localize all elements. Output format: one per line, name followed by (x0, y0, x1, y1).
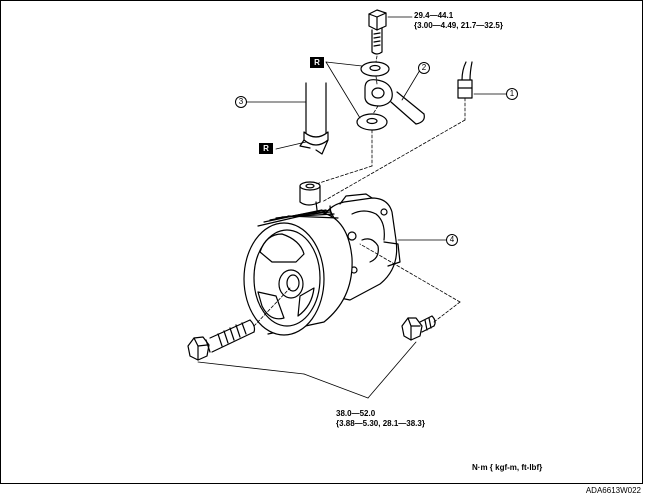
upper-washer (360, 61, 390, 77)
torque-spec-mounting-bolts-line2: {3.88—5.30, 28.1—38.3} (336, 419, 425, 428)
torque-spec-banjo-bolt-line2: {3.00—4.49, 21.7—32.5} (414, 21, 503, 30)
figure-code: ADA6613W022 (585, 486, 641, 495)
lower-washer (356, 113, 388, 131)
torque-spec-mounting-bolts-line1: 38.0—52.0 (336, 409, 376, 418)
callout-1-pressure-switch: 1 (506, 88, 518, 100)
diagram-frame (0, 0, 643, 484)
replace-badge-hose-clamp: R (259, 143, 273, 154)
banjo-bolt (368, 9, 387, 55)
pressure-pipe-fitting (364, 79, 425, 125)
pressure-switch-connector (457, 61, 473, 99)
assembly-guide-lines (253, 55, 466, 327)
torque-units-legend: N·m { kgf-m, ft-lbf} (472, 463, 543, 472)
return-hose (299, 82, 329, 155)
torque-spec-banjo-bolt-line1: 29.4—44.1 (414, 11, 454, 20)
leader-lines (197, 16, 507, 399)
short-mounting-bolt (401, 315, 436, 341)
pump-pulley (243, 209, 353, 336)
replace-badge-washers: R (310, 57, 324, 68)
callout-3-return-hose: 3 (235, 96, 247, 108)
long-mounting-bolt (187, 319, 256, 361)
callout-2-pressure-pipe: 2 (418, 62, 430, 74)
callout-4-pump-body: 4 (446, 234, 458, 246)
